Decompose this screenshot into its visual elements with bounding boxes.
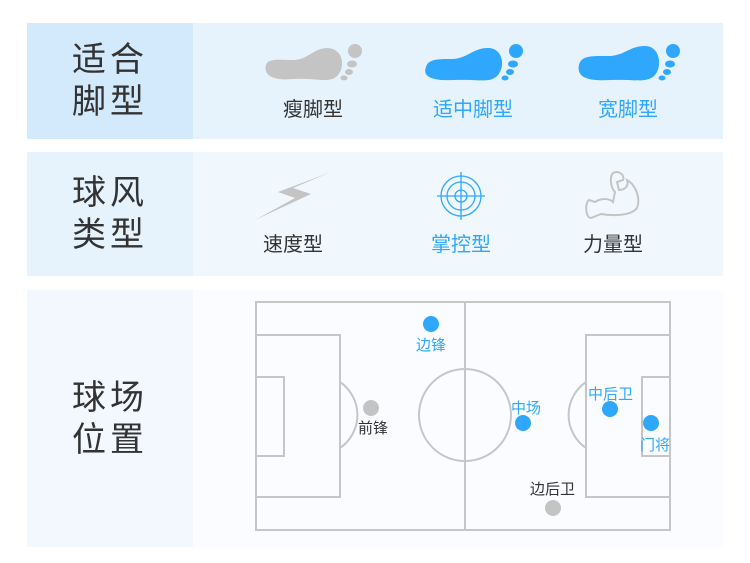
play-style-label: 球风类型 [27,152,193,276]
foot-type-label: 适合脚型 [27,23,193,139]
target-icon [437,172,485,220]
player-dot-striker [363,400,379,416]
muscle-arm-icon [585,171,640,220]
foot-medium-label: 适中脚型 [433,97,513,121]
style-control-label: 掌控型 [431,232,491,256]
style-speed: 速度型 [228,170,358,257]
foot-icon [425,44,523,81]
field-lines [255,301,671,531]
player-label-center-back: 中后卫 [588,385,634,403]
player-label-full-back: 边后卫 [530,480,576,498]
lightning-icon [255,172,331,220]
foot-slim-label: 瘦脚型 [283,97,343,121]
football-field: 边锋 前锋 中场 中后卫 门将 边后卫 [193,290,723,547]
player-label-goalkeeper: 门将 [640,436,671,454]
player-dot-center-back [602,401,618,417]
foot-type-row: 适合脚型 瘦脚型 适中脚型 宽脚型 [27,23,723,139]
player-dot-winger [423,316,439,332]
play-style-row: 球风类型 速度型 掌控型 力量型 [27,152,723,276]
field-position-label: 球场位置 [27,290,193,547]
style-control: 掌控型 [396,170,526,257]
foot-icon [578,44,680,81]
foot-medium: 适中脚型 [408,43,538,122]
player-dot-goalkeeper [643,415,659,431]
player-label-striker: 前锋 [358,419,389,437]
player-dot-full-back [545,500,561,516]
foot-wide-label: 宽脚型 [598,97,658,121]
style-power: 力量型 [548,170,678,257]
foot-icon [265,44,362,81]
style-speed-label: 速度型 [263,232,323,256]
foot-wide: 宽脚型 [563,43,693,122]
player-dot-midfielder [515,415,531,431]
foot-slim: 瘦脚型 [248,43,378,122]
player-label-winger: 边锋 [416,336,447,354]
style-power-label: 力量型 [583,232,643,256]
player-label-midfielder: 中场 [511,399,542,417]
field-position-row: 球场位置 边锋 前锋 中场 中后卫 门将 边后卫 [27,290,723,547]
